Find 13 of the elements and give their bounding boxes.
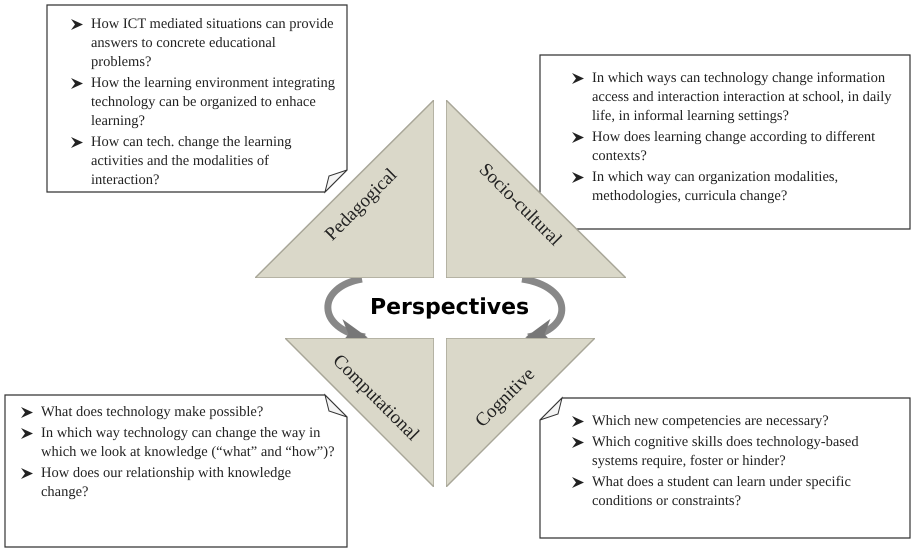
question-text: In which way can organization modalities, methodologies, curricula change? bbox=[592, 168, 840, 206]
question-text: Which cognitive skills does technology-based systems require, foster or hinder? bbox=[592, 433, 860, 471]
question-text: How does learning change according to different contexts? bbox=[592, 128, 876, 166]
question-text: Which new competencies are necessary? bbox=[592, 412, 830, 431]
question-text: What does technology make possible? bbox=[41, 403, 264, 422]
question-text: In which ways can technology change information access and interaction interaction at school, in daily life, in informal learning settings? bbox=[592, 69, 893, 126]
question-text: What does a student can learn under specific conditions or constraints? bbox=[592, 473, 852, 511]
question-text: How ICT mediated situations can provide answers to concrete educational problems? bbox=[91, 15, 335, 72]
center-label: Perspectives bbox=[370, 295, 530, 320]
question-text: How the learning environment integrating technology can be organized to enhace learning? bbox=[91, 74, 335, 131]
question-text: How does our relationship with knowledge change? bbox=[41, 464, 292, 502]
question-text: How can tech. change the learning activities and the modalities of interaction? bbox=[91, 133, 292, 190]
question-text: In which way technology can change the way in which we look at knowledge (“what” and “how”)? bbox=[41, 425, 335, 462]
